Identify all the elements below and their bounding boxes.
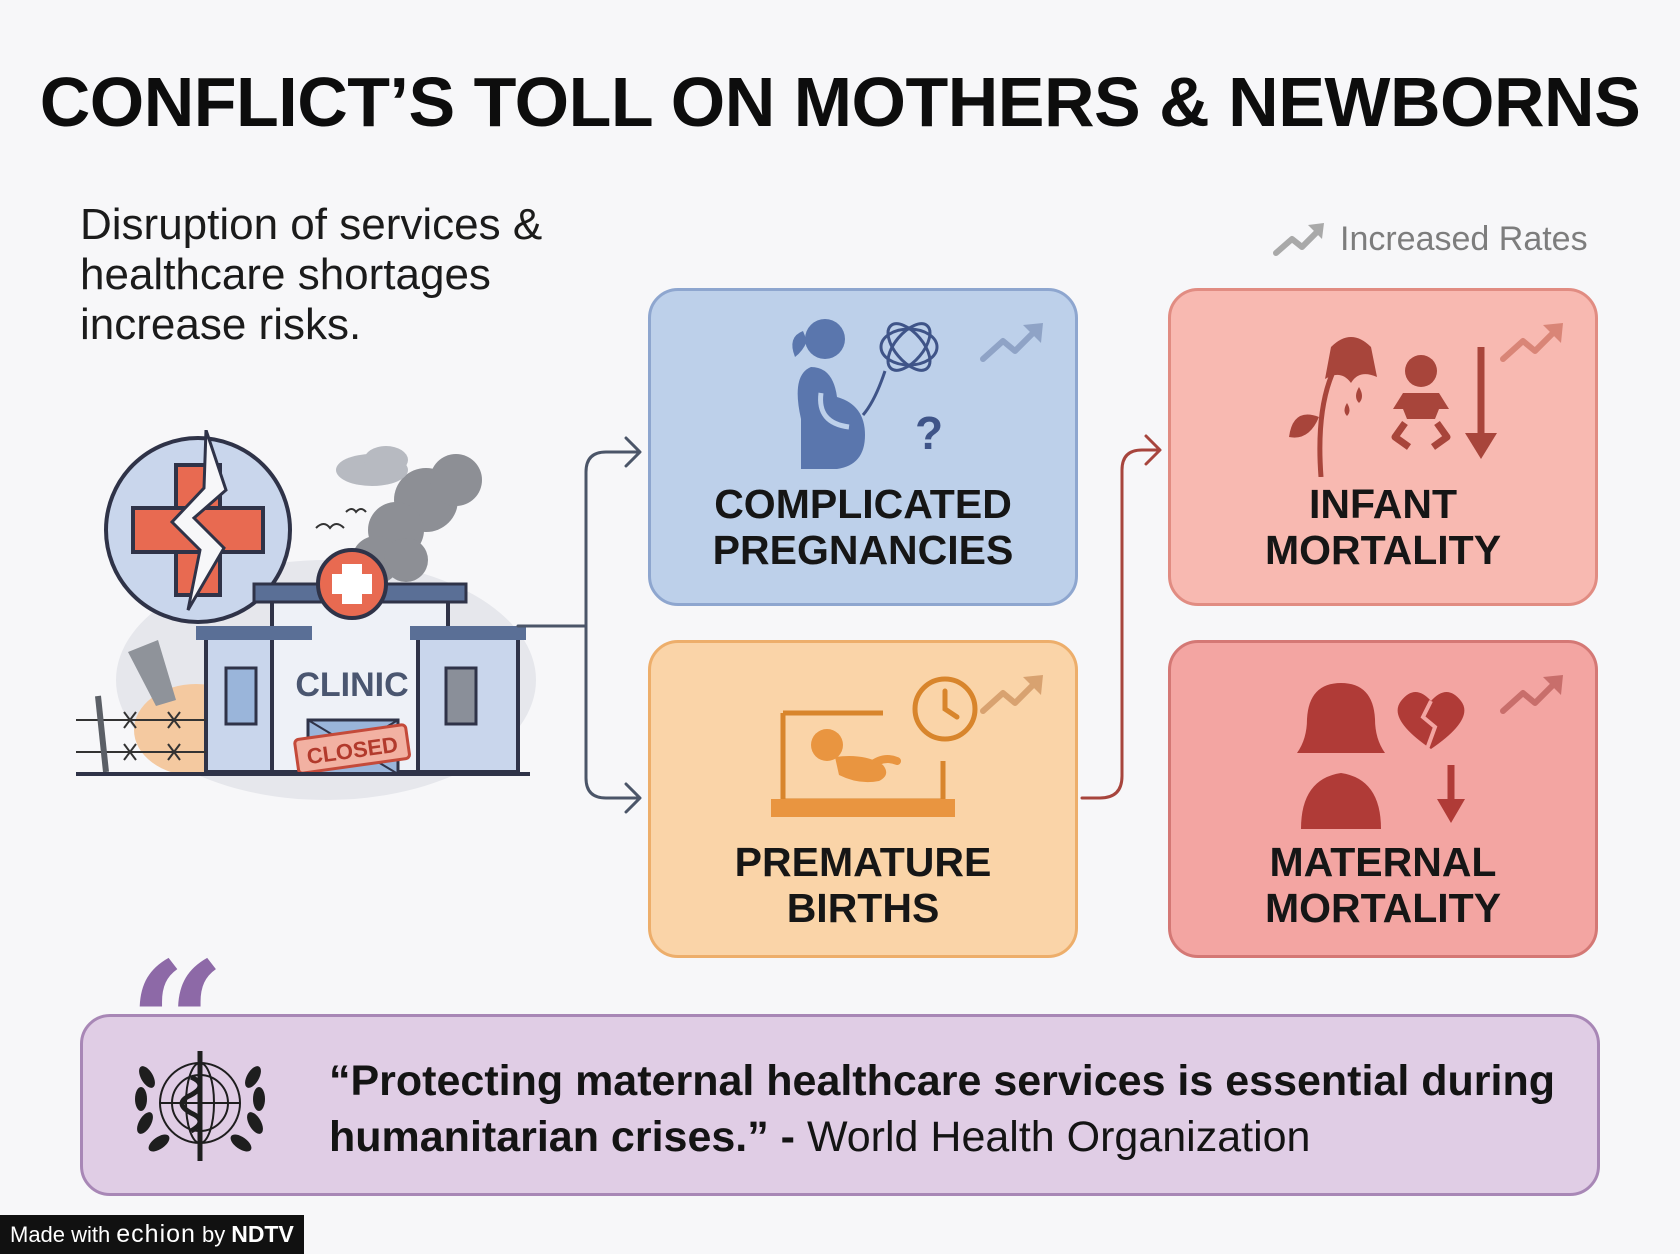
footer-brand: echion [116, 1220, 196, 1248]
who-emblem-icon [135, 1051, 265, 1161]
footer-publisher: NDTV [231, 1221, 294, 1247]
trend-up-icon [1273, 223, 1324, 256]
quote-text: “Protecting maternal healthcare services… [329, 1053, 1569, 1165]
trend-up-icon [1500, 323, 1563, 362]
subtitle: Disruption of services & healthcare shor… [80, 200, 543, 349]
quote-separator: - [768, 1113, 807, 1161]
quote-box: “Protecting maternal healthcare services… [80, 1014, 1600, 1196]
card-maternal-mortality: MATERNAL MORTALITY [1168, 640, 1598, 958]
svg-text:?: ? [915, 407, 943, 459]
card-title-line1: PREMATURE [734, 839, 992, 885]
trend-up-icon [980, 323, 1043, 362]
card-premature-births: PREMATURE BIRTHS [648, 640, 1078, 958]
trend-up-icon [1500, 675, 1563, 714]
card-title-line2: MORTALITY [1264, 885, 1502, 931]
quote-attribution: World Health Organization [806, 1113, 1311, 1161]
card-title-line2: BIRTHS [786, 885, 940, 931]
card-title-line2: PREGNANCIES [712, 527, 1014, 573]
broken-cross-circle-icon [104, 430, 292, 624]
closed-clinic-illustration: CLINIC CLOSED [76, 430, 536, 800]
woman-broken-heart-icon [1297, 683, 1465, 829]
card-title-line1: INFANT [1308, 481, 1458, 527]
smoke-icon [352, 454, 482, 584]
pregnant-woman-icon: ? [792, 319, 943, 469]
footer-badge: Made with echion by NDTV [0, 1215, 304, 1254]
card-title-line1: MATERNAL [1269, 839, 1497, 885]
quote-mark-icon: “ [128, 925, 226, 1125]
card-title-line2: MORTALITY [1264, 527, 1502, 573]
footer-made-with: Made with [10, 1221, 111, 1247]
incubator-icon [771, 676, 978, 817]
footer-by: by [201, 1221, 226, 1247]
trend-up-icon [980, 675, 1043, 714]
card-complicated-pregnancies: ? COMPLICATED PREGNANCIES [648, 288, 1078, 606]
quote-body: “Protecting maternal healthcare services… [329, 1057, 1555, 1161]
clinic-sign: CLINIC [295, 666, 408, 704]
card-title-line1: COMPLICATED [714, 481, 1012, 527]
legend: Increased Rates [1272, 214, 1588, 264]
page-title: CONFLICT’S TOLL ON MOTHERS & NEWBORNS [39, 63, 1641, 141]
wilted-flower-baby-icon [1289, 337, 1497, 477]
legend-label: Increased Rates [1340, 219, 1588, 258]
card-infant-mortality: INFANT MORTALITY [1168, 288, 1598, 606]
